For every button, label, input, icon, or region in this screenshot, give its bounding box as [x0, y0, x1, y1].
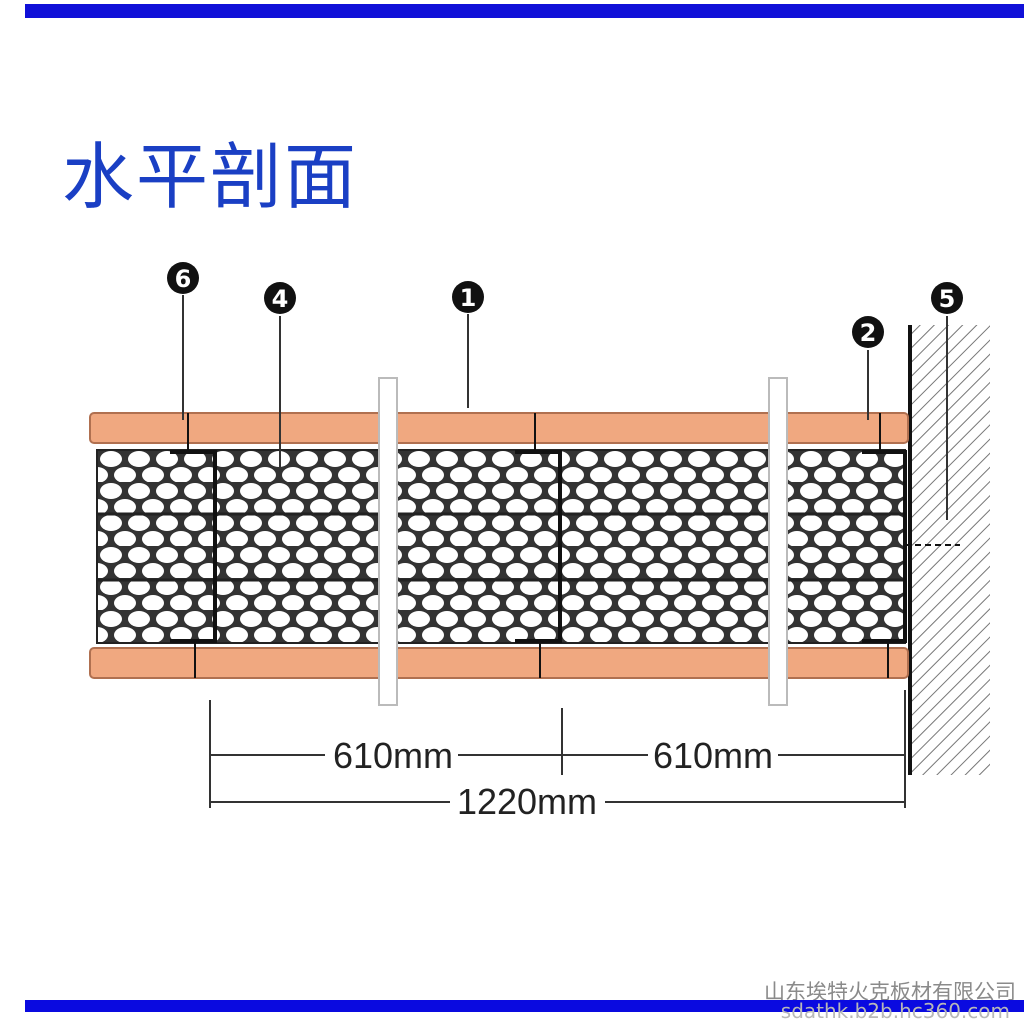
watermark-url: sdathk.b2b.hc360.com: [780, 999, 1010, 1023]
wall-hatch: [912, 325, 990, 775]
callout-1: 1: [452, 281, 484, 313]
page-title: 水平剖面: [62, 135, 359, 219]
dimension-total: 1220mm: [457, 781, 597, 822]
top-blue-bar: [25, 4, 1024, 18]
top-board: [89, 412, 909, 444]
callout-5: 6: [167, 262, 199, 294]
svg-text:2: 2: [860, 319, 877, 347]
bottom-board: [89, 647, 909, 679]
stud-left: [170, 450, 217, 643]
dimension-left: 610mm: [333, 735, 453, 776]
svg-text:1: 1: [460, 284, 477, 312]
joint-strip-2: [768, 377, 788, 706]
callout-4: 4: [264, 282, 296, 314]
joint-strip-1: [378, 377, 398, 706]
svg-text:5: 5: [939, 285, 956, 313]
stud-channels: [170, 450, 907, 643]
callout-6: 5: [931, 282, 963, 314]
dimension-right: 610mm: [653, 735, 773, 776]
stud-middle: [515, 450, 562, 643]
bottom-blue-bar: [25, 1000, 1024, 1012]
stud-right: [862, 450, 907, 643]
svg-text:6: 6: [175, 265, 192, 293]
svg-text:4: 4: [272, 285, 289, 313]
callout-2: 2: [852, 316, 884, 348]
